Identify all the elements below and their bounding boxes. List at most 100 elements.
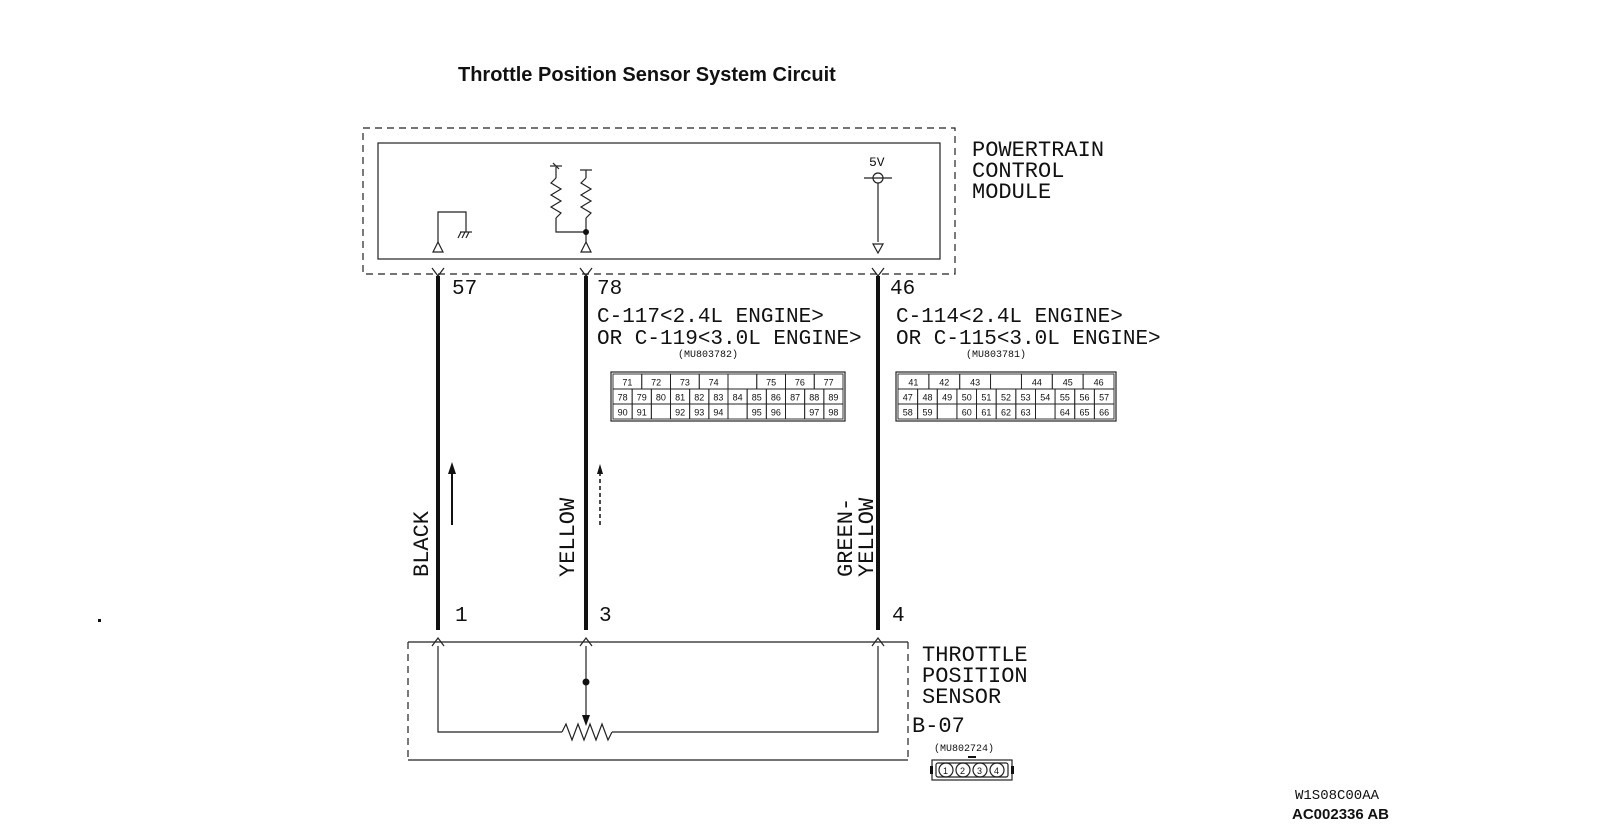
supply-5v-label: 5V [869, 155, 885, 170]
pcm-outline [362, 127, 956, 275]
connector-right-pin-number: 48 [922, 393, 932, 403]
ground-symbol [432, 211, 472, 253]
sensor-terminal-4 [871, 637, 885, 647]
connector-left-cell [650, 403, 671, 420]
pin-57-terminal [431, 267, 445, 277]
sensor-terminal-3 [579, 637, 593, 647]
pcm-label-line-2: CONTROL [972, 159, 1064, 184]
pin-46-terminal [871, 267, 885, 277]
sensor-label-line-3: SENSOR [922, 685, 1001, 710]
pin-46-label: 46 [890, 278, 915, 301]
connector-right-pin-number: 66 [1099, 408, 1109, 418]
connector-right-pin-number: 63 [1021, 408, 1031, 418]
black-wire-arrow [448, 462, 456, 525]
wire-color-yellow: YELLOW [556, 497, 581, 577]
connector-left-pin-number: 80 [656, 393, 666, 403]
connector-right-pin-number: 62 [1001, 408, 1011, 418]
connector-left-pin-number: 91 [637, 408, 647, 418]
connector-left-pin-number: 73 [680, 378, 690, 388]
pcm-label-line-1: POWERTRAIN [972, 138, 1104, 163]
connector-left-pin-number: 96 [771, 408, 781, 418]
connector-right-pin-number: 55 [1060, 393, 1070, 403]
connector-right-pin-number: 44 [1032, 378, 1042, 388]
connector-right-cell [1093, 403, 1115, 420]
sensor-connector-icon: 1 2 3 4 [930, 756, 1014, 781]
connector-right-pin-number: 61 [981, 408, 991, 418]
yellow-wire-arrow [597, 464, 603, 525]
connector-left-frame [610, 371, 846, 422]
pcm-pullup-resistors [549, 162, 593, 253]
connector-left-pin-number: 90 [618, 408, 628, 418]
connector-right-pin-number: 65 [1080, 408, 1090, 418]
connector-left-pin-number: 92 [675, 408, 685, 418]
sensor-connector-pin-3: 3 [977, 766, 982, 776]
diagram-title: Throttle Position Sensor System Circuit [458, 64, 836, 86]
connector-right-pin-number: 42 [939, 378, 949, 388]
connector-left-pin-number: 98 [828, 408, 838, 418]
pin-57-label: 57 [452, 278, 477, 301]
connector-right-pin-number: 47 [903, 393, 913, 403]
connector-left-pin-number: 82 [694, 393, 704, 403]
sensor-connector-pin-1: 1 [943, 766, 948, 776]
connector-left-pin-number: 97 [809, 408, 819, 418]
connector-left-pin-number: 86 [771, 393, 781, 403]
connector-left-pin-number: 77 [824, 378, 834, 388]
connector-right-pin-number: 56 [1080, 393, 1090, 403]
connector-left-pin-number: 75 [766, 378, 776, 388]
connector-left-cell [727, 373, 758, 390]
connector-left-pin-number: 94 [713, 408, 723, 418]
connector-left-pin-number: 85 [752, 393, 762, 403]
connector-left-pin-number: 71 [622, 378, 632, 388]
footer-ref-code: W1S08C00AA [1295, 788, 1380, 804]
connector-left-pin-number: 95 [752, 408, 762, 418]
connector-right-pin-number: 54 [1040, 393, 1050, 403]
wire-color-green-yellow-line-2: YELLOW [855, 497, 880, 577]
connector-left-pin-number: 84 [733, 393, 743, 403]
connector-right-pin-number: 60 [962, 408, 972, 418]
footer-figure-id: AC002336 AB [1292, 806, 1389, 823]
sensor-pin-3-label: 3 [599, 605, 612, 628]
connector-left-part: (MU803782) [678, 349, 738, 361]
connector-left-cell [727, 403, 748, 420]
connector-right-pin-number: 41 [908, 378, 918, 388]
sensor-connector-pin-4: 4 [994, 766, 999, 776]
pin-78-label: 78 [597, 278, 622, 301]
connector-left-pin-number: 74 [709, 378, 719, 388]
connector-right-pin-number: 46 [1094, 378, 1104, 388]
potentiometer-symbol [437, 646, 879, 742]
connector-left-pin-number: 72 [651, 378, 661, 388]
sensor-connector-part: (MU802724) [934, 743, 994, 755]
connector-left-pin-number: 78 [618, 393, 628, 403]
connector-right-pin-number: 50 [962, 393, 972, 403]
connector-left-cell [823, 403, 844, 420]
connector-right-pin-number: 57 [1099, 393, 1109, 403]
sensor-pin-4-label: 4 [892, 605, 905, 628]
connector-left-pin-number: 81 [675, 393, 685, 403]
connector-right-part: (MU803781) [966, 349, 1026, 361]
connector-left-pin-number: 83 [713, 393, 723, 403]
connector-right-pin-number: 45 [1063, 378, 1073, 388]
connector-left-pin-number: 79 [637, 393, 647, 403]
connector-right-cell [936, 403, 958, 420]
connector-right-pin-number: 59 [922, 408, 932, 418]
connector-right-pin-number: 64 [1060, 408, 1070, 418]
connector-right-line-2: OR C-115<3.0L ENGINE> [896, 328, 1161, 351]
sensor-label-line-2: POSITION [922, 664, 1028, 689]
sensor-pin-1-label: 1 [455, 605, 468, 628]
connector-right-pin-number: 43 [970, 378, 980, 388]
connector-right-pin-number: 52 [1001, 393, 1011, 403]
connector-left-pin-number: 93 [694, 408, 704, 418]
sensor-label-line-1: THROTTLE [922, 643, 1028, 668]
sensor-connector-pin-2: 2 [960, 766, 965, 776]
connector-left-cell [785, 403, 806, 420]
connector-left-line-2: OR C-119<3.0L ENGINE> [597, 328, 862, 351]
scan-speck [98, 619, 101, 622]
connector-right-pin-number: 53 [1021, 393, 1031, 403]
pcm-label-line-3: MODULE [972, 180, 1051, 205]
connector-right-pin-number: 49 [942, 393, 952, 403]
wire-color-black: BLACK [410, 510, 435, 577]
connector-right-frame [895, 371, 1117, 422]
supply-5v-symbol: 5V [864, 155, 892, 255]
pcm-inner-box [377, 142, 941, 260]
